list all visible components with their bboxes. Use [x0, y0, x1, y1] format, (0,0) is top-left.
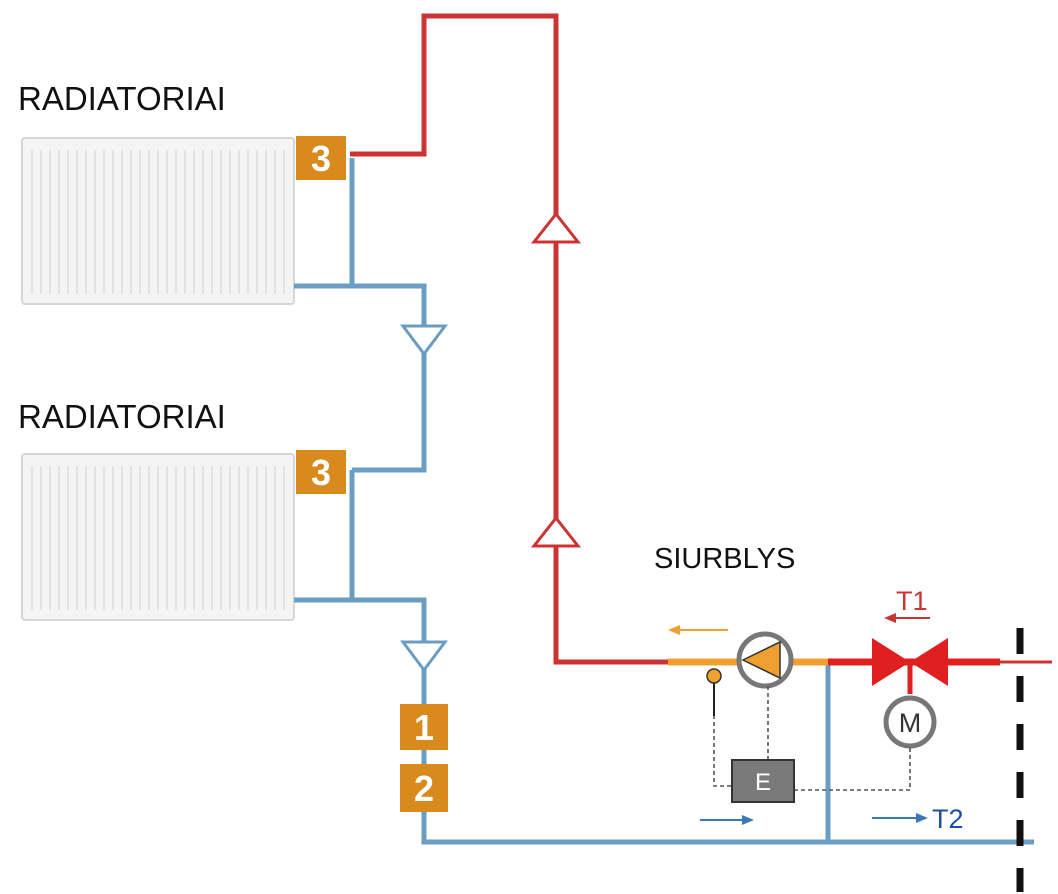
return-flow-arrow-lower — [400, 640, 448, 673]
supply-flow-arrow-upper — [530, 211, 582, 244]
radiator-bottom — [21, 453, 295, 621]
pump-title: SIURBLYS — [654, 543, 795, 575]
supply-flow-arrow-lower — [530, 515, 582, 548]
return-pipe-top-drop — [352, 283, 427, 473]
radiator-bottom-title: RADIATORIAI — [18, 398, 226, 435]
badge-2 — [400, 764, 448, 812]
badge-3-bottom-label: 3 — [311, 452, 331, 493]
badge-3-top — [296, 136, 346, 180]
motor-label: M — [899, 708, 922, 738]
controller-label: E — [755, 769, 771, 796]
badge-3-top-label: 3 — [311, 138, 331, 179]
three-way-valve-icon — [872, 638, 948, 694]
badge-1 — [400, 704, 448, 750]
radiator-top — [21, 137, 295, 305]
temperature-sensor-icon — [706, 668, 722, 716]
supply-pipe — [350, 13, 668, 665]
t2-label: T2 — [932, 804, 964, 834]
radiator-top-title: RADIATORIAI — [18, 80, 226, 117]
t1-arrowhead — [884, 613, 896, 623]
controller-box — [731, 759, 795, 803]
return-flow-arrowhead-left — [742, 815, 754, 825]
motor-icon — [883, 695, 937, 749]
badge-2-label: 2 — [414, 768, 434, 809]
pump-flow-arrowhead — [668, 625, 680, 635]
pump-icon — [736, 631, 794, 689]
badge-1-label: 1 — [414, 707, 434, 748]
return-flow-arrow-upper — [400, 324, 448, 357]
return-pipes — [294, 158, 1034, 845]
t1-label: T1 — [896, 586, 928, 616]
t2-arrowhead — [916, 813, 928, 823]
badge-3-bottom — [296, 450, 346, 494]
